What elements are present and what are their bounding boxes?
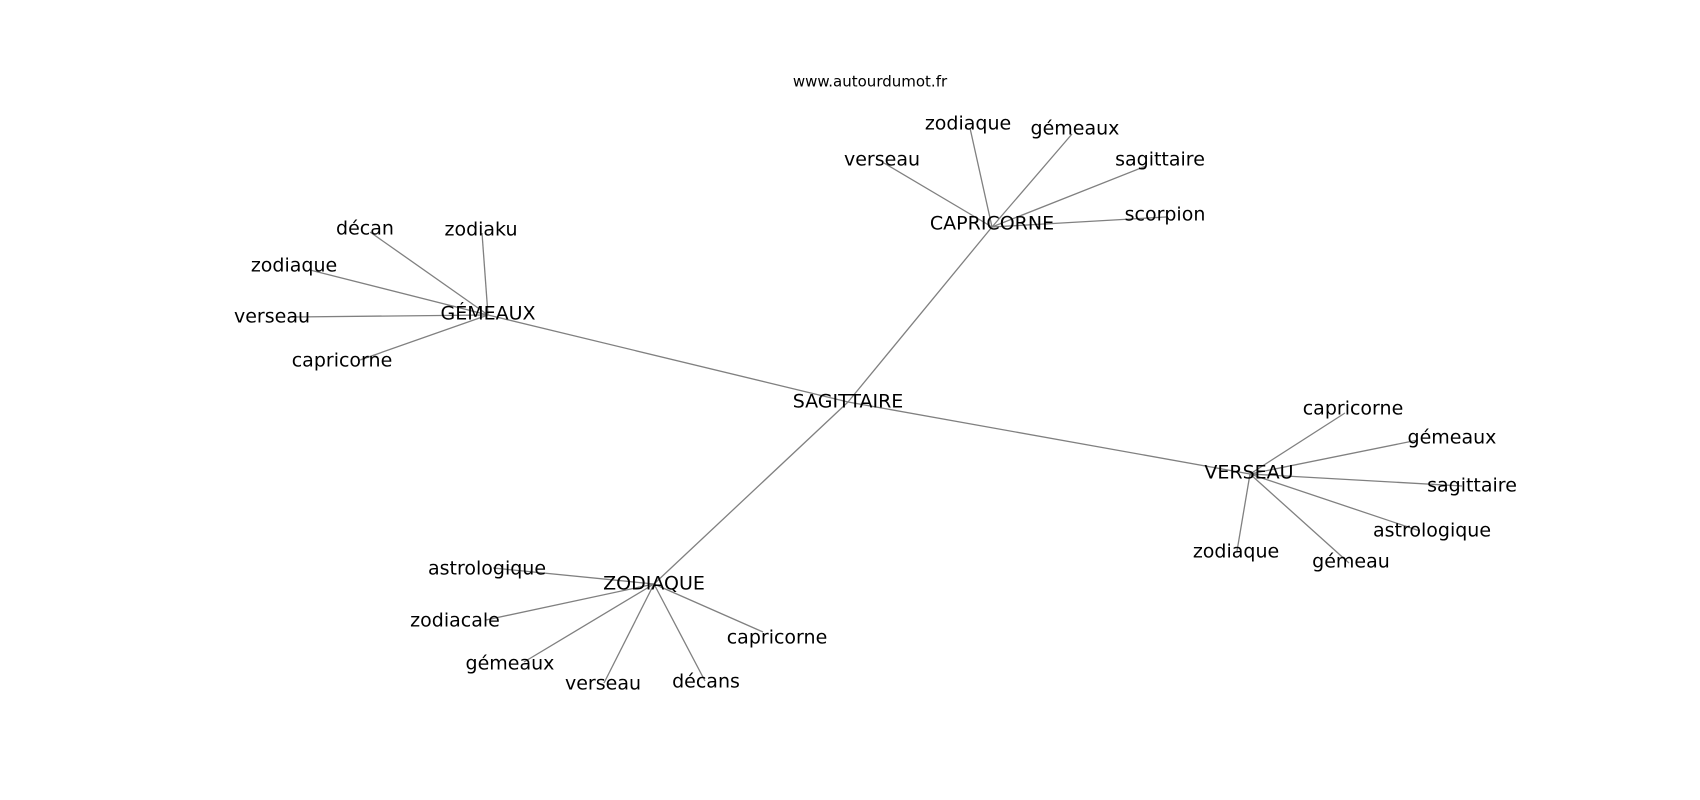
edge-zodiaque-leaf-0 (492, 567, 655, 585)
center-node[interactable]: SAGITTAIRE (793, 391, 904, 413)
edge-zodiaque-leaf-4 (653, 583, 706, 682)
edge-verseau-leaf-5 (1249, 473, 1350, 564)
hub-node-verseau[interactable]: VERSEAU (1204, 462, 1293, 484)
edge-capricorne-leaf-2 (883, 162, 993, 228)
edge-zodiaque-leaf-1 (485, 583, 655, 621)
edge-zodiaque-leaf-5 (653, 583, 764, 633)
leaf-node-gemeaux[interactable]: décan (336, 218, 394, 240)
edge-capricorne-leaf-1 (991, 133, 1073, 228)
leaf-node-capricorne[interactable]: verseau (844, 149, 920, 171)
leaf-node-gemeaux[interactable]: verseau (234, 306, 310, 328)
leaf-node-gemeaux[interactable]: zodiaque (251, 255, 337, 277)
edge-zodiaque-leaf-3 (603, 583, 655, 684)
leaf-node-verseau[interactable]: sagittaire (1427, 475, 1517, 497)
edge-center-gemeaux (487, 314, 849, 403)
edge-gemeaux-leaf-3 (291, 314, 489, 318)
leaf-node-verseau[interactable]: capricorne (1303, 398, 1404, 420)
edge-gemeaux-leaf-1 (481, 232, 489, 316)
graph-labels: SAGITTAIRE CAPRICORNE zodiaque gémeaux verse… (234, 113, 1517, 695)
leaf-node-verseau[interactable]: zodiaque (1193, 541, 1279, 563)
leaf-node-zodiaque[interactable]: décans (672, 671, 740, 693)
leaf-node-capricorne[interactable]: scorpion (1125, 204, 1206, 226)
edge-gemeaux-leaf-2 (309, 269, 489, 316)
leaf-node-verseau[interactable]: astrologique (1373, 520, 1491, 542)
edge-zodiaque-leaf-2 (523, 583, 655, 663)
leaf-node-zodiaque[interactable]: capricorne (727, 627, 828, 649)
hub-node-zodiaque[interactable]: ZODIAQUE (603, 573, 705, 595)
edge-verseau-leaf-2 (1249, 473, 1463, 487)
edge-capricorne-leaf-0 (969, 127, 993, 228)
edge-capricorne-leaf-3 (991, 165, 1147, 228)
leaf-node-zodiaque[interactable]: gémeaux (466, 653, 555, 675)
leaf-node-capricorne[interactable]: gémeaux (1031, 118, 1120, 140)
edge-center-zodiaque (653, 401, 849, 585)
edge-center-verseau (847, 401, 1251, 475)
edge-gemeaux-leaf-0 (369, 231, 489, 316)
edge-center-capricorne (847, 226, 993, 403)
leaf-node-capricorne[interactable]: sagittaire (1115, 149, 1205, 171)
hub-node-capricorne[interactable]: CAPRICORNE (930, 213, 1054, 235)
leaf-node-zodiaque[interactable]: verseau (565, 673, 641, 695)
leaf-node-capricorne[interactable]: zodiaque (925, 113, 1011, 135)
site-watermark: www.autourdumot.fr (793, 73, 948, 91)
leaf-node-verseau[interactable]: gémeaux (1408, 427, 1497, 449)
edge-capricorne-leaf-4 (991, 216, 1167, 228)
graph-edges (291, 127, 1463, 684)
leaf-node-gemeaux[interactable]: zodiaku (444, 219, 517, 241)
leaf-node-zodiaque[interactable]: astrologique (428, 558, 546, 580)
leaf-node-verseau[interactable]: gémeau (1312, 551, 1390, 573)
edge-gemeaux-leaf-4 (359, 314, 489, 361)
edge-verseau-leaf-3 (1249, 473, 1421, 532)
leaf-node-gemeaux[interactable]: capricorne (292, 350, 393, 372)
edge-verseau-leaf-0 (1249, 412, 1346, 475)
leaf-node-zodiaque[interactable]: zodiacale (410, 610, 500, 632)
edge-verseau-leaf-1 (1249, 439, 1419, 475)
edge-verseau-leaf-4 (1236, 473, 1251, 552)
hub-node-gemeaux[interactable]: GÉMEAUX (440, 302, 535, 325)
